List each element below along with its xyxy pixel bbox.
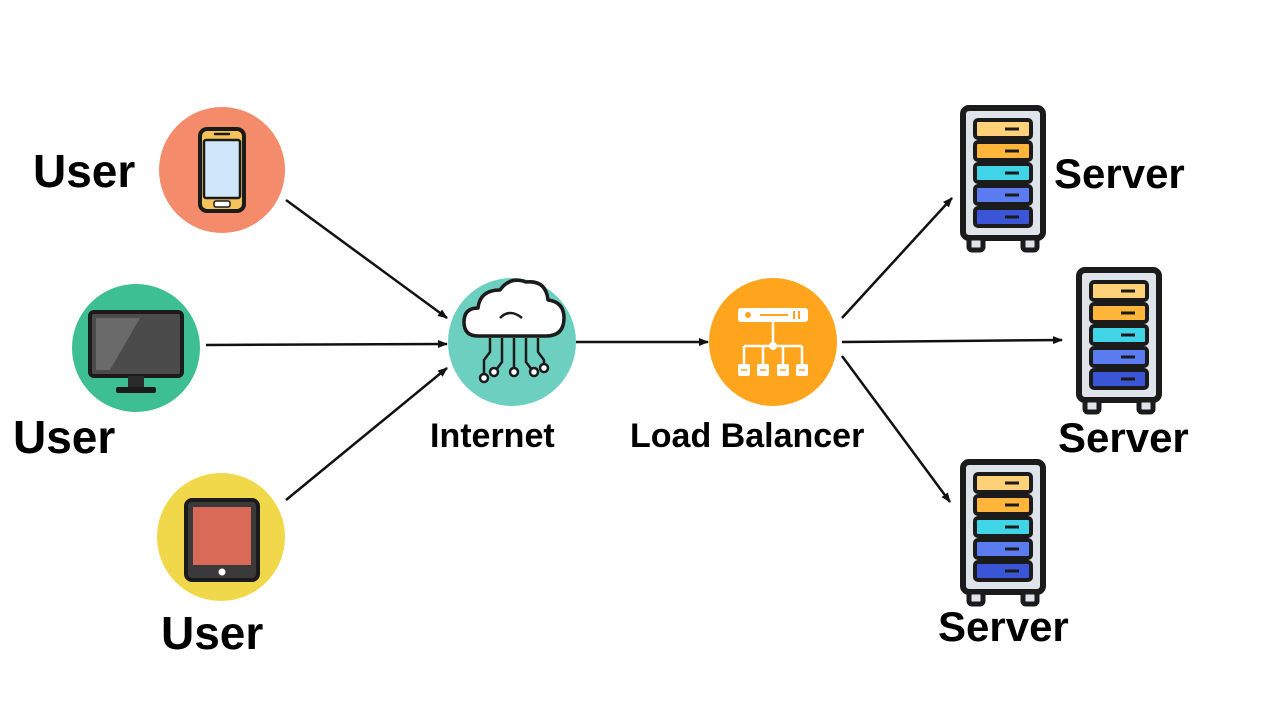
server-rack-icon <box>963 108 1043 250</box>
server-middle-label: Server <box>1058 414 1189 461</box>
user-tablet-node <box>157 473 285 601</box>
load-balancer-node <box>709 278 837 406</box>
server-rack-icon <box>963 462 1043 604</box>
cloud-network-icon <box>462 278 566 384</box>
server-bottom-label: Server <box>938 603 1069 650</box>
edge-user-phone-internet <box>285 198 448 320</box>
user-monitor-node <box>72 284 200 412</box>
server-top-node <box>963 108 1043 250</box>
smartphone-icon <box>198 127 246 213</box>
user-tablet-label: User <box>161 607 264 659</box>
user-phone-node <box>159 107 285 233</box>
server-top-label: Server <box>1054 150 1185 197</box>
load-balancer-label: Load Balancer <box>630 417 865 455</box>
edge-user-monitor-internet <box>205 340 448 349</box>
edge-load-balancer-server-top <box>841 197 953 319</box>
load-balancer-icon <box>738 308 808 376</box>
server-rack-icon <box>1079 270 1159 412</box>
edge-load-balancer-server-bottom <box>840 355 952 503</box>
internet-label: Internet <box>430 417 555 455</box>
server-middle-node <box>1079 270 1159 412</box>
internet-node <box>448 278 576 406</box>
edges <box>205 197 1063 503</box>
server-bottom-node <box>963 462 1043 604</box>
edge-user-tablet-internet <box>285 367 448 501</box>
user-monitor-label: User <box>13 411 116 463</box>
user-phone-label: User <box>33 145 136 197</box>
edge-load-balancer-server-middle <box>841 336 1063 345</box>
tablet-icon <box>184 498 260 582</box>
monitor-icon <box>88 310 184 393</box>
